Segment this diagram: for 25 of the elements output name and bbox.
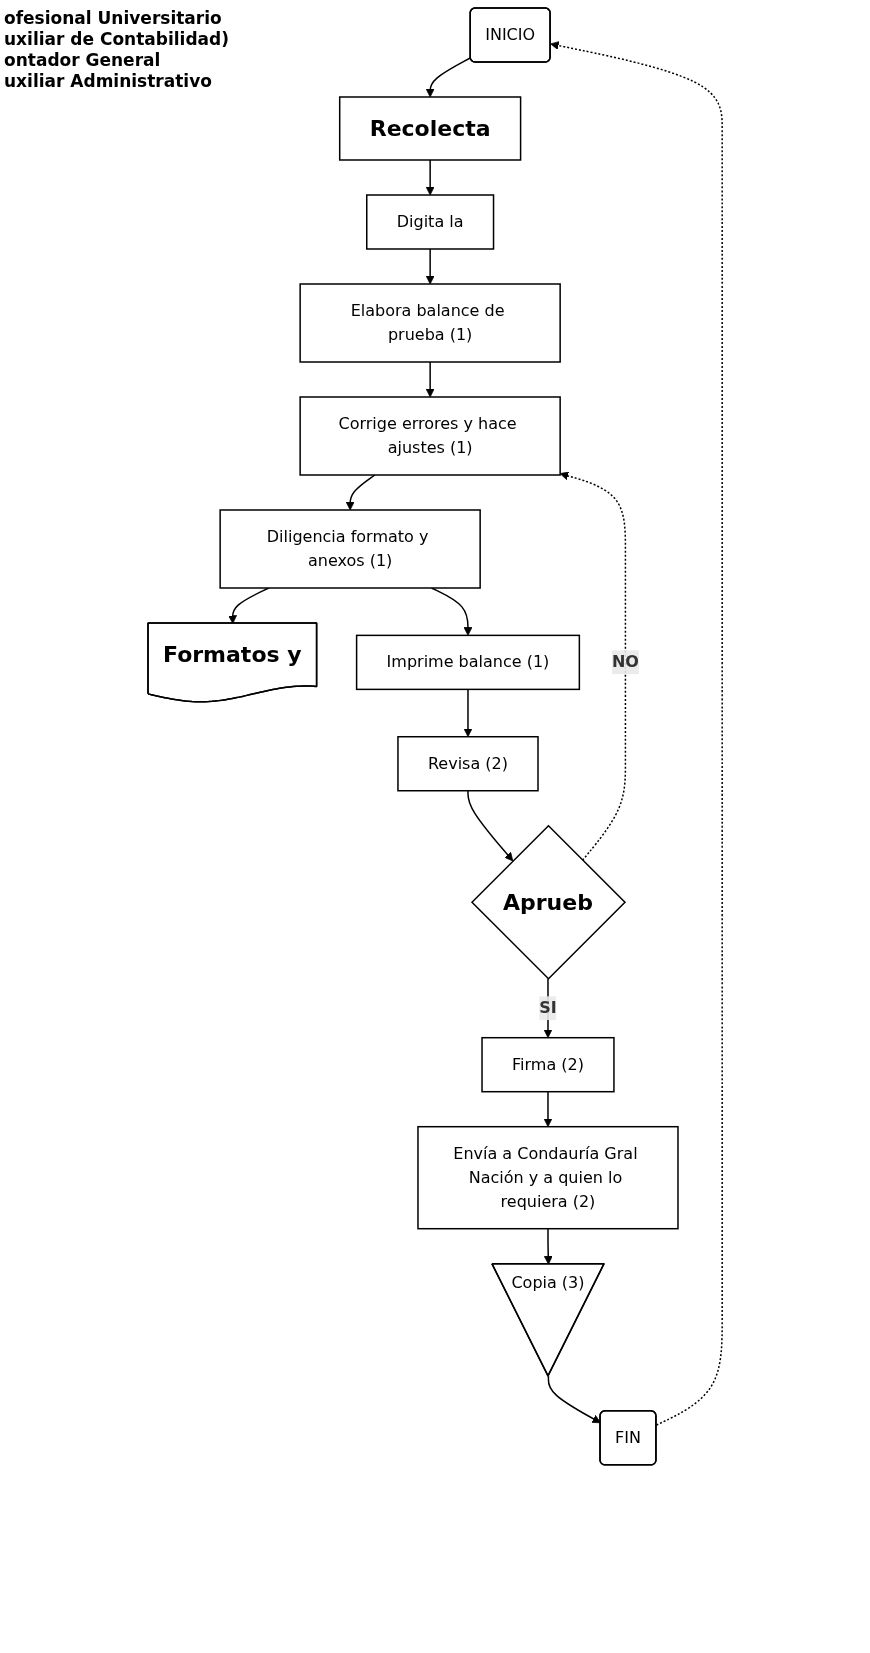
node-box: Digita la bbox=[365, 194, 495, 250]
node-box: Revisa (2) bbox=[397, 736, 539, 792]
arrow bbox=[550, 41, 723, 1426]
node-box: Elabora balance de prueba (1) bbox=[299, 283, 561, 363]
role-label: ontador General bbox=[4, 50, 162, 71]
arrow bbox=[345, 474, 376, 511]
role-label: ofesional Universitario bbox=[4, 8, 223, 29]
arrow bbox=[543, 1227, 553, 1265]
node-diamond: Aprueb bbox=[470, 824, 626, 980]
arrow bbox=[463, 688, 473, 738]
node-box: Envía a Condauría Gral Nación y a quien lo requiera (2) bbox=[417, 1125, 679, 1230]
role-label: uxiliar de Contabilidad) bbox=[4, 29, 230, 50]
arrow bbox=[425, 159, 435, 196]
arrow bbox=[543, 1090, 553, 1128]
node-box: Firma (2) bbox=[481, 1036, 615, 1093]
arrow bbox=[425, 248, 435, 285]
node-box: Diligencia formato y anexos (1) bbox=[219, 509, 481, 589]
node-box: Recolecta bbox=[338, 96, 522, 161]
node-box: Imprime balance (1) bbox=[355, 634, 580, 691]
role-label: uxiliar Administrativo bbox=[4, 71, 213, 92]
edge-label: SI bbox=[539, 998, 557, 1018]
node-box: Corrige errores y hace ajustes (1) bbox=[299, 396, 561, 476]
arrow bbox=[425, 361, 435, 398]
arrow bbox=[467, 790, 514, 862]
edge-label: NO bbox=[611, 652, 639, 672]
